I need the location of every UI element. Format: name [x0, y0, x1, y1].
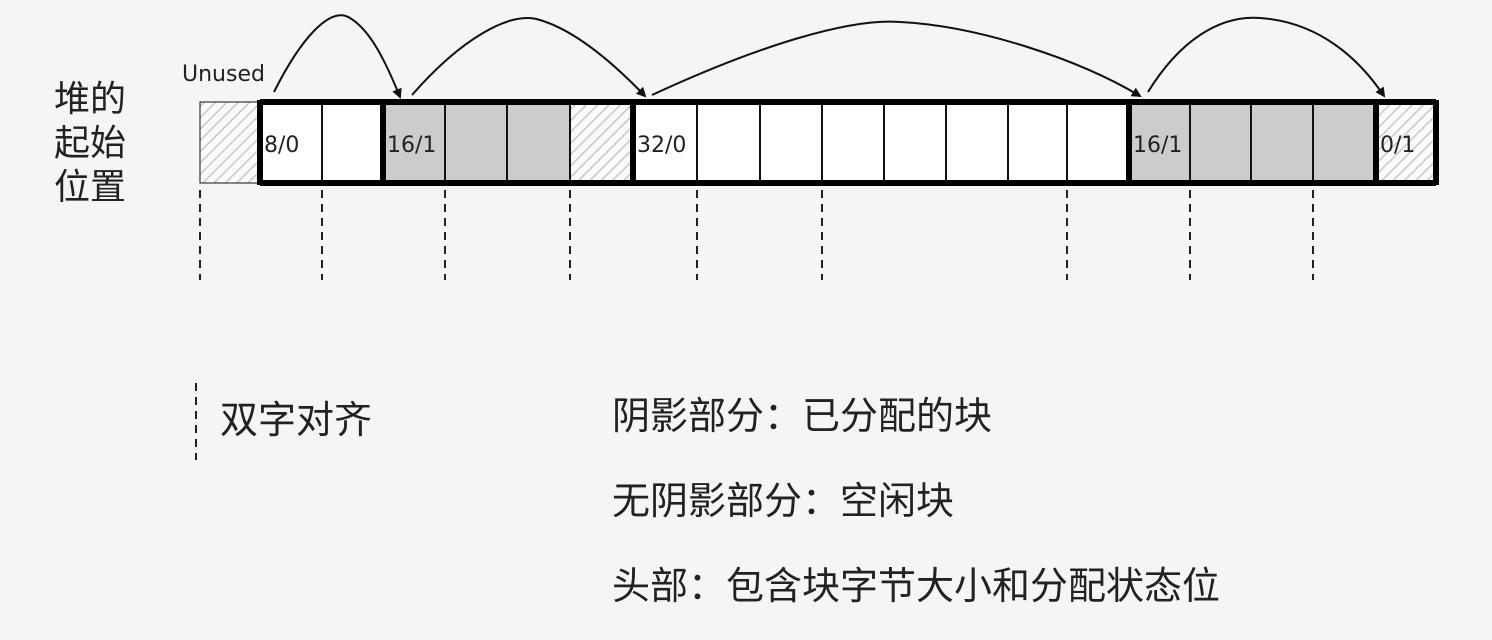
allocated-word — [444, 101, 508, 184]
free-word — [1066, 101, 1130, 184]
allocated-word — [1312, 101, 1377, 184]
link-arrow — [411, 17, 647, 98]
block-header-label: 32/0 — [637, 133, 686, 158]
heap-start-label: 堆的 起始 位置 — [54, 78, 126, 210]
link-arrow — [1147, 16, 1386, 98]
free-word — [1007, 101, 1068, 184]
link-arrow — [273, 14, 402, 99]
allocated-word — [1250, 101, 1314, 184]
allocated-word — [1189, 101, 1252, 184]
free-word — [759, 101, 823, 184]
block-header-label: 0/1 — [1380, 133, 1415, 158]
block-boundaries — [257, 99, 1439, 186]
heap-label-line: 堆的 — [54, 79, 127, 120]
padding-word — [199, 101, 261, 184]
free-word — [883, 101, 947, 184]
heap-label-line: 起始 — [54, 123, 127, 164]
free-word — [945, 101, 1009, 184]
alignment-legend: 双字对齐 — [220, 398, 373, 442]
free-word — [696, 101, 761, 184]
free-word — [821, 101, 885, 184]
block-header-label: 16/1 — [1133, 133, 1182, 158]
shaded-legend: 阴影部分：已分配的块 — [612, 394, 993, 438]
allocated-word — [382, 101, 446, 184]
padding-word — [569, 101, 634, 184]
header-legend: 头部：包含块字节大小和分配状态位 — [612, 564, 1221, 608]
link-arrow — [651, 20, 1142, 98]
unshaded-legend: 无阴影部分：空闲块 — [612, 479, 955, 523]
block-header-label: 8/0 — [264, 133, 299, 158]
unused-label: Unused — [182, 62, 265, 87]
block-header-label: 16/1 — [387, 133, 436, 158]
allocated-word — [506, 101, 571, 184]
heap-label-line: 位置 — [54, 167, 127, 208]
free-word — [321, 101, 384, 184]
